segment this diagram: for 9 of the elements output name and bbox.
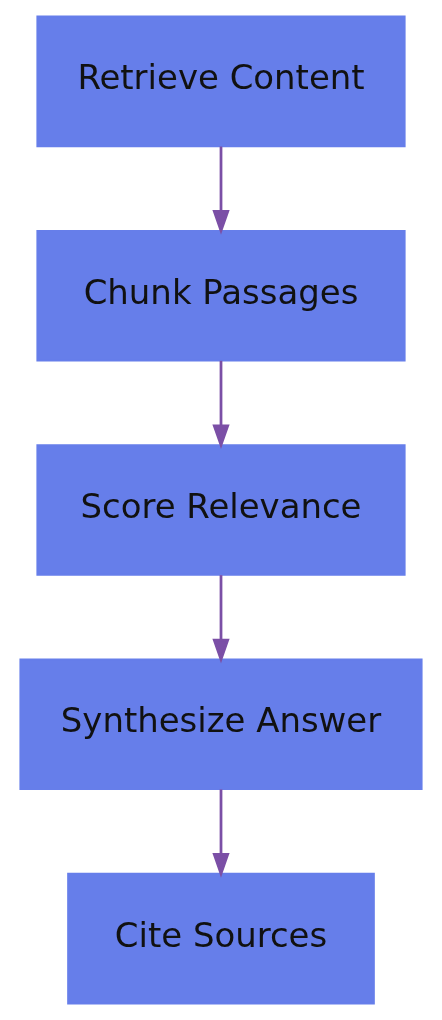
arrow xyxy=(212,575,230,664)
node-box: Cite Sources xyxy=(67,872,375,1005)
arrow xyxy=(212,146,230,235)
arrow xyxy=(212,360,230,450)
arrow xyxy=(212,789,230,878)
node-box: Synthesize Answer xyxy=(19,658,423,791)
node-box: Chunk Passages xyxy=(36,229,406,362)
node-box: Retrieve Content xyxy=(36,15,406,148)
node-box: Score Relevance xyxy=(36,444,406,576)
